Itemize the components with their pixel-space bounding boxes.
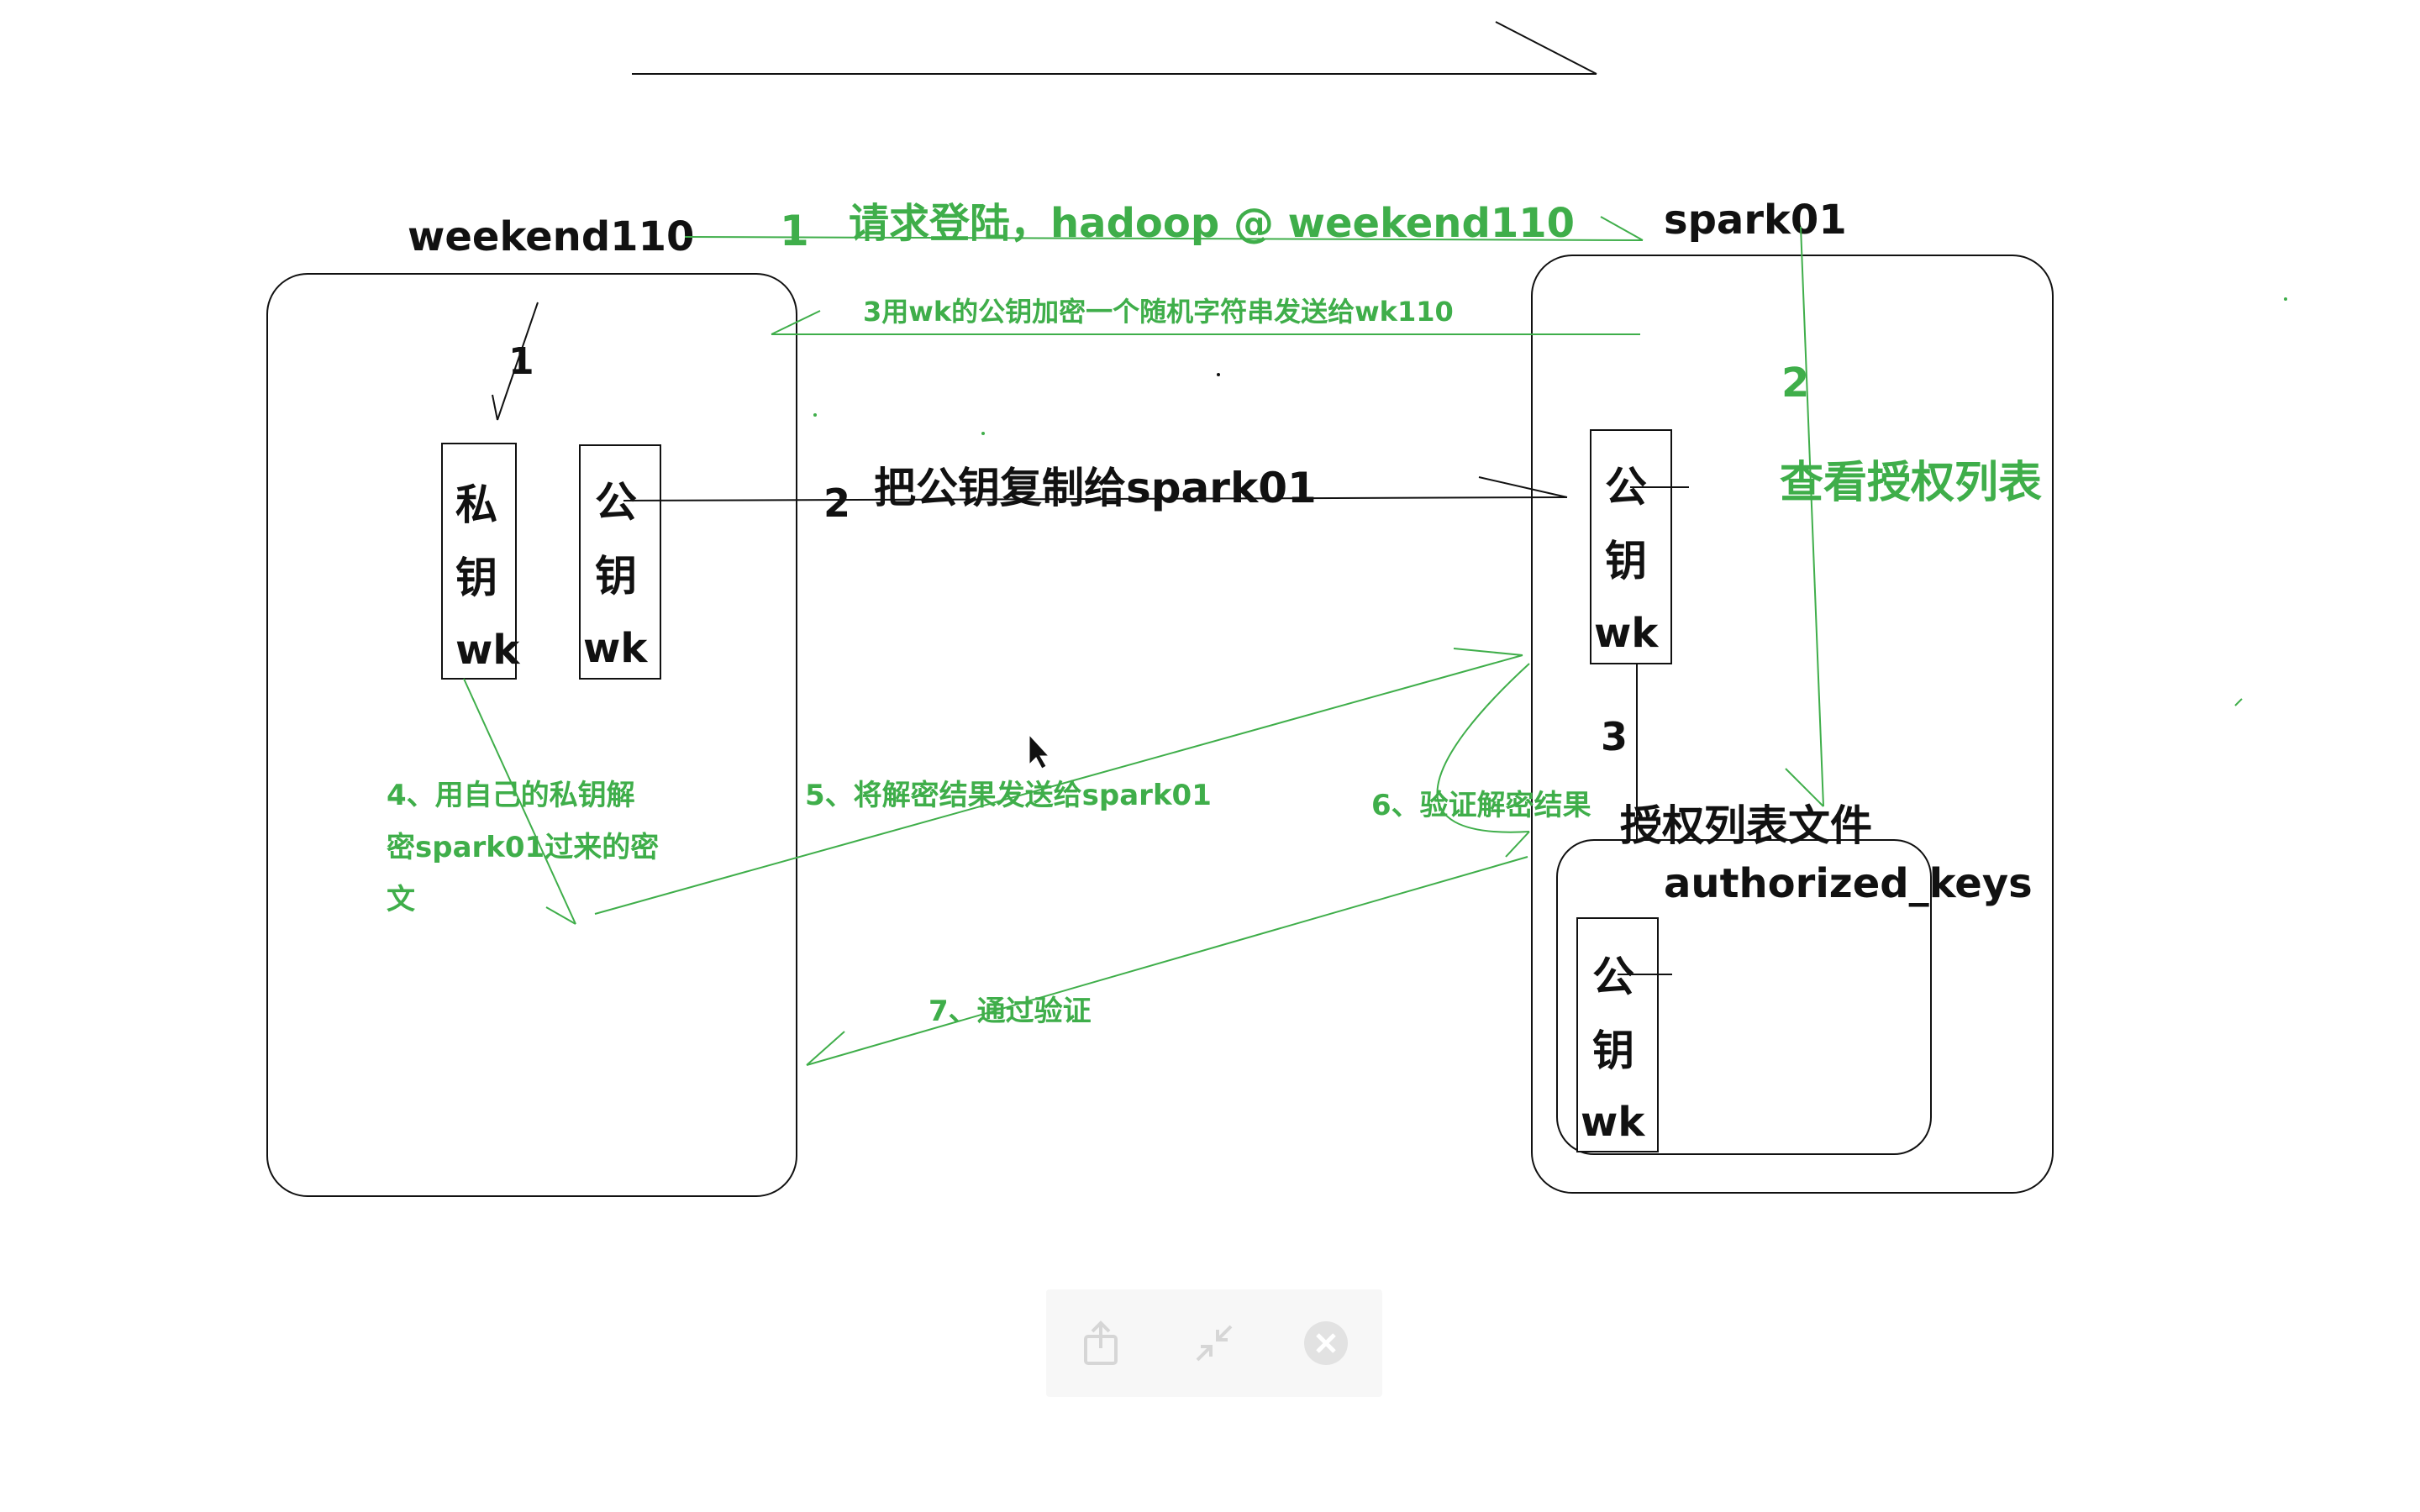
shrink-icon (1196, 1325, 1233, 1362)
close-icon (1304, 1321, 1349, 1365)
step1-text: 请求登陆，hadoop @ weekend110 (849, 200, 1575, 247)
private-key-char-1: 私 (455, 480, 497, 529)
public-key-right-char-2: 钥 (1605, 537, 1647, 585)
step4-line-2: 密spark01过来的密 (387, 831, 659, 864)
shrink-button[interactable] (1185, 1314, 1244, 1373)
public-key-box-left (579, 444, 661, 680)
viewer-toolbar (1046, 1289, 1382, 1397)
stray-dot (813, 413, 817, 417)
auth-file-name: authorized_keys (1664, 860, 2033, 907)
left-step1-number: 1 (508, 340, 534, 383)
right-step3-number: 3 (1601, 714, 1628, 759)
step2-number: 2 (823, 480, 850, 526)
right-step2-number: 2 (1781, 360, 1809, 407)
stray-dot (2284, 297, 2287, 301)
public-key-box-right (1590, 429, 1672, 664)
auth-file-box (1556, 839, 1932, 1155)
step7-text: 7、通过验证 (929, 995, 1092, 1028)
left-host-box (266, 273, 797, 1197)
step5-text: 5、将解密结果发送给spark01 (805, 779, 1212, 812)
step4-arrow (463, 678, 576, 925)
stray-mark (2234, 698, 2243, 706)
public-key-left-char-3: wk (583, 625, 648, 672)
stray-dot (1217, 373, 1220, 376)
right-step2-text: 查看授权列表 (1780, 458, 2042, 508)
step6-text: 6、验证解密结果 (1371, 789, 1591, 822)
public-key-left-char-1: 公 (595, 478, 637, 527)
step5-arrow (594, 648, 1523, 915)
step2-text: 把公钥复制给spark01 (874, 464, 1317, 512)
stray-dot (981, 432, 985, 435)
public-key-right-char-3: wk (1594, 610, 1659, 657)
share-button[interactable] (1073, 1314, 1132, 1373)
public-key-left-char-2: 钥 (595, 552, 637, 601)
private-key-char-3: wk (455, 627, 520, 674)
step3-arrow (771, 310, 1640, 335)
public-key-auth-char-3: wk (1581, 1099, 1645, 1146)
public-key-auth-char-2: 钥 (1592, 1026, 1634, 1075)
top-arrow (632, 21, 1597, 75)
left-step1-mark (492, 302, 539, 421)
public-key-box-auth (1576, 917, 1659, 1152)
private-key-box (441, 443, 517, 680)
share-icon (1083, 1320, 1118, 1365)
private-key-char-2: 钥 (455, 554, 497, 602)
step3-text: 3用wk的公钥加密一个随机字符串发送给wk110 (863, 296, 1454, 328)
step4-line-1: 4、用自己的私钥解 (387, 779, 635, 812)
mouse-cursor-icon (1028, 733, 1050, 769)
close-button[interactable] (1297, 1314, 1355, 1373)
left-host-label: weekend110 (408, 213, 694, 260)
step1-number: 1 (780, 207, 809, 255)
step1-arrow (684, 216, 1644, 241)
step6-curve (1436, 663, 1530, 858)
right-step2-arrow (1785, 226, 1824, 807)
right-host-label: spark01 (1664, 197, 1847, 244)
auth-file-title: 授权列表文件 (1620, 801, 1872, 850)
step4-line-3: 文 (387, 883, 415, 916)
step7-arrow (806, 856, 1528, 1066)
step2-arrow (623, 476, 1568, 501)
public-key-auth-char-1: 公 (1592, 953, 1634, 1001)
right-host-box (1531, 255, 2054, 1194)
